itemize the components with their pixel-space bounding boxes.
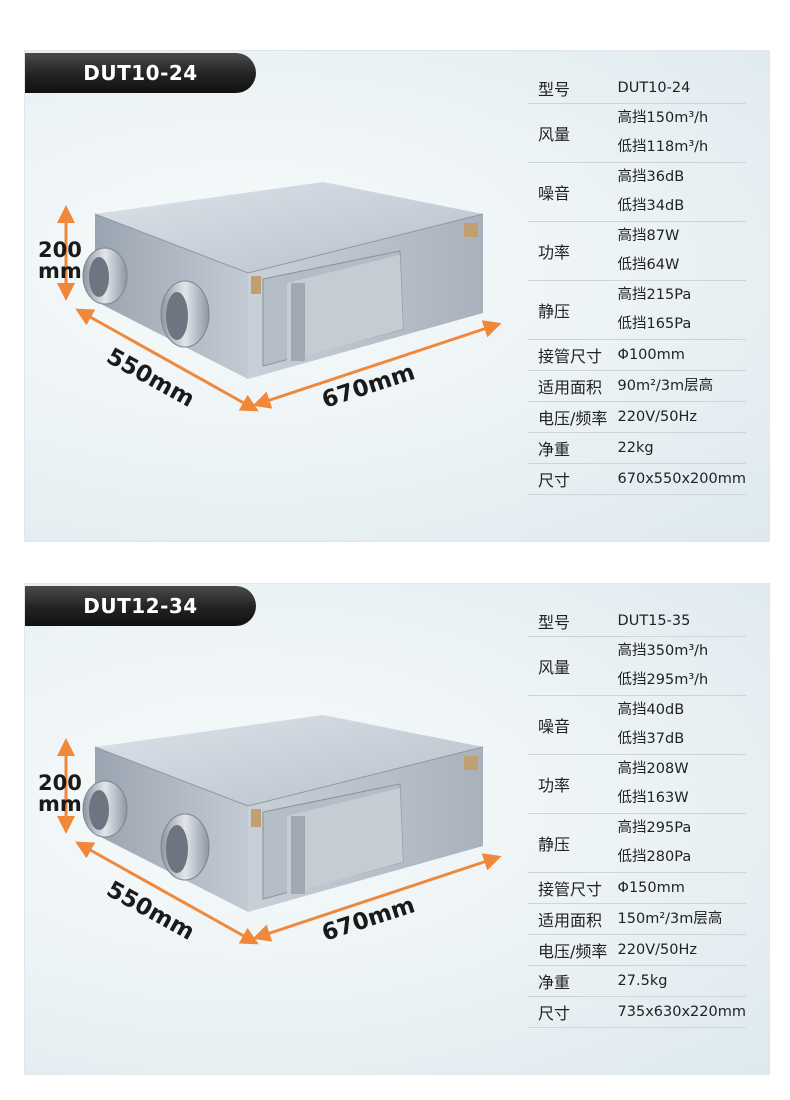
spec-label: 风量 — [528, 636, 618, 696]
spec-value-high: 高挡150m³/h — [617, 110, 709, 126]
spec-row-model: 型号 DUT10-24 — [528, 73, 746, 104]
spec-label: 噪音 — [528, 162, 618, 222]
spec-row-pipe: 接管尺寸 Φ150mm — [528, 872, 746, 904]
spec-label: 净重 — [528, 965, 618, 997]
spec-value: DUT15-35 — [617, 613, 691, 629]
spec-row-power: 功率 高挡87W 低挡64W — [528, 221, 746, 281]
height-dim-label: 200 — [38, 771, 82, 795]
spec-value-low: 低挡64W — [617, 257, 680, 273]
spec-row-airflow: 风量 高挡350m³/h 低挡295m³/h — [528, 636, 746, 696]
spec-label: 型号 — [528, 73, 618, 104]
spec-value-high: 高挡36dB — [617, 169, 685, 185]
spec-value: DUT10-24 — [617, 80, 691, 96]
height-dim-unit: mm — [38, 259, 82, 283]
spec-row-weight: 净重 27.5kg — [528, 965, 746, 997]
spec-value-high: 高挡350m³/h — [617, 643, 709, 659]
spec-value-low: 低挡34dB — [617, 198, 685, 214]
spec-label: 适用面积 — [528, 370, 618, 402]
height-dim-label: 200 — [38, 238, 82, 262]
spec-row-voltage: 电压/频率 220V/50Hz — [528, 401, 746, 433]
spec-value: 22kg — [617, 440, 654, 456]
product-card-2: DUT12-34 — [24, 583, 770, 1075]
spec-value-low: 低挡295m³/h — [617, 672, 709, 688]
spec-label: 功率 — [528, 754, 618, 814]
spec-label: 型号 — [528, 606, 618, 637]
spec-table: 型号 DUT15-35 风量 高挡350m³/h 低挡295m³/h 噪音 高挡4… — [528, 606, 746, 1028]
spec-row-pipe: 接管尺寸 Φ100mm — [528, 339, 746, 371]
spec-label: 噪音 — [528, 695, 618, 755]
spec-row-size: 尺寸 670x550x200mm — [528, 463, 746, 495]
spec-table: 型号 DUT10-24 风量 高挡150m³/h 低挡118m³/h 噪音 高挡3… — [528, 73, 746, 495]
spec-value-high: 高挡295Pa — [617, 820, 692, 836]
spec-value-low: 低挡118m³/h — [617, 139, 709, 155]
spec-value-low: 低挡165Pa — [617, 316, 692, 332]
spec-value: 90m²/3m层高 — [617, 378, 714, 394]
spec-value: 27.5kg — [617, 973, 668, 989]
ventilation-unit-image: 200 mm 550mm 670mm — [38, 182, 502, 414]
spec-value: 150m²/3m层高 — [617, 911, 723, 927]
spec-value-low: 低挡163W — [617, 790, 689, 806]
spec-label: 电压/频率 — [528, 401, 618, 433]
spec-row-area: 适用面积 90m²/3m层高 — [528, 370, 746, 402]
model-tag: DUT10-24 — [25, 53, 256, 93]
spec-value-high: 高挡208W — [617, 761, 689, 777]
spec-row-noise: 噪音 高挡36dB 低挡34dB — [528, 162, 746, 222]
spec-value-high: 高挡40dB — [617, 702, 685, 718]
height-dim-unit: mm — [38, 792, 82, 816]
spec-label: 尺寸 — [528, 463, 618, 495]
spec-row-airflow: 风量 高挡150m³/h 低挡118m³/h — [528, 103, 746, 163]
spec-label: 接管尺寸 — [528, 339, 618, 371]
spec-row-model: 型号 DUT15-35 — [528, 606, 746, 637]
spec-value-high: 高挡215Pa — [617, 287, 692, 303]
spec-value: 220V/50Hz — [617, 409, 697, 425]
spec-value-low: 低挡37dB — [617, 731, 685, 747]
spec-value-high: 高挡87W — [617, 228, 680, 244]
depth-dim-label: 550mm — [102, 344, 199, 413]
spec-label: 净重 — [528, 432, 618, 464]
spec-row-pressure: 静压 高挡215Pa 低挡165Pa — [528, 280, 746, 340]
spec-row-area: 适用面积 150m²/3m层高 — [528, 903, 746, 935]
spec-label: 静压 — [528, 280, 618, 340]
spec-row-voltage: 电压/频率 220V/50Hz — [528, 934, 746, 966]
spec-label: 尺寸 — [528, 996, 618, 1028]
spec-label: 风量 — [528, 103, 618, 163]
spec-label: 适用面积 — [528, 903, 618, 935]
spec-value: 670x550x200mm — [617, 471, 746, 487]
model-tag: DUT12-34 — [25, 586, 256, 626]
spec-label: 静压 — [528, 813, 618, 873]
spec-value: 735x630x220mm — [617, 1004, 746, 1020]
spec-row-weight: 净重 22kg — [528, 432, 746, 464]
ventilation-unit-image: 200 mm 550mm 670mm — [38, 715, 502, 947]
spec-label: 电压/频率 — [528, 934, 618, 966]
product-card-1: DUT10-24 — [24, 50, 770, 542]
spec-label: 接管尺寸 — [528, 872, 618, 904]
depth-dim-label: 550mm — [102, 877, 199, 946]
spec-row-power: 功率 高挡208W 低挡163W — [528, 754, 746, 814]
spec-value-low: 低挡280Pa — [617, 849, 692, 865]
spec-value: 220V/50Hz — [617, 942, 697, 958]
spec-row-pressure: 静压 高挡295Pa 低挡280Pa — [528, 813, 746, 873]
spec-value: Φ150mm — [617, 880, 685, 896]
spec-label: 功率 — [528, 221, 618, 281]
spec-row-noise: 噪音 高挡40dB 低挡37dB — [528, 695, 746, 755]
spec-value: Φ100mm — [617, 347, 685, 363]
spec-row-size: 尺寸 735x630x220mm — [528, 996, 746, 1028]
